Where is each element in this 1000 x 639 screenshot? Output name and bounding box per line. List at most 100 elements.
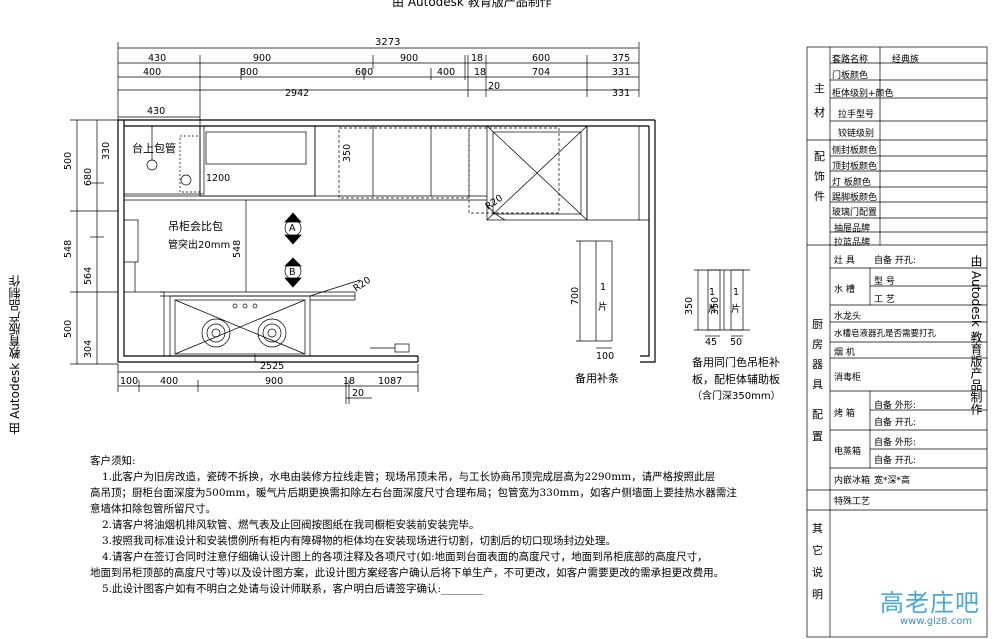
dim-20a: 20 — [488, 81, 500, 92]
left-side-cabinet — [123, 219, 165, 357]
row-label-8: 踢脚板颜色 — [832, 193, 878, 203]
appliance-group-3: 具 — [812, 378, 823, 391]
label-spare-strip: 备用补条 — [575, 371, 619, 385]
notes-line-2: 高吊顶；厨柜台面深度为500mm，暖气片后期更换需扣除左右台面深度尺寸合理布局；… — [90, 487, 737, 499]
dim-400a: 400 — [143, 67, 161, 78]
dim-704: 704 — [532, 67, 550, 78]
label-sink-pipe: 台上包管 — [132, 141, 176, 155]
dim-bottom-400: 400 — [160, 376, 178, 387]
label-spare-panel-2: 板，配柜体辅助板 — [692, 372, 780, 386]
top-watermark: 由 Autodesk 教育版产品制作 — [392, 0, 552, 9]
dim-left-564: 564 — [83, 267, 94, 285]
row-label-6: 顶封板颜色 — [832, 162, 878, 172]
dim-600a: 600 — [532, 53, 550, 64]
dim-331a: 331 — [612, 67, 630, 78]
row-label-4: 铰链级别 — [838, 129, 875, 139]
dim-panel-350a: 350 — [684, 297, 695, 315]
group-fit-1: 配 — [814, 150, 825, 163]
appliance-group-4: 配 — [812, 408, 823, 421]
dim-panel-1b: 1 — [709, 287, 715, 298]
marker-a-label: A — [289, 223, 296, 234]
notes-line-7: 地面到吊柜顶部的高度尺寸等)以及设计图方案，此设计图方案经客户确认后将下单生产，… — [90, 567, 725, 579]
spare-panel: 350 350 1 片 1 片 45 50 备用同门色吊柜补 板，配柜体辅助板 … — [684, 269, 781, 402]
appliance-group-5: 置 — [812, 430, 823, 443]
label-spare-panel-3: （含门深350mm） — [692, 389, 781, 402]
dim-left-548: 548 — [63, 240, 74, 258]
appliance-0-label: 灶 具 — [834, 256, 855, 266]
row-label-5: 侧封板颜色 — [832, 146, 878, 156]
row-value-0: 经典族 — [892, 55, 920, 65]
other-group-1: 它 — [812, 544, 823, 557]
appliance-7-label: 电蒸箱 — [834, 447, 862, 457]
dim-18a: 18 — [471, 53, 483, 64]
dim-18b: 18 — [474, 67, 486, 78]
marker-b-label: B — [289, 267, 296, 278]
dim-left-680: 680 — [83, 168, 94, 186]
appliance-2-label: 水龙头 — [834, 312, 862, 322]
dim-panel-pian3: 片 — [731, 303, 741, 315]
appliance-7-sub-1: 自备 开孔: — [874, 456, 916, 466]
dim-bottom-100: 100 — [120, 376, 138, 387]
dim-bottom-900: 900 — [265, 376, 283, 387]
dim-bottom-18: 18 — [343, 376, 355, 387]
dim-bottom-20: 20 — [352, 388, 364, 399]
group-main-2: 材 — [814, 106, 825, 119]
other-group-2: 说 — [812, 566, 823, 579]
group-main-1: 主 — [814, 82, 825, 95]
signature-field[interactable]: ________ — [441, 583, 484, 595]
row-label-11: 拉篮品牌 — [834, 238, 871, 248]
dim-total-top: 3273 — [375, 37, 400, 48]
row-label-2: 柜体级别+颜色 — [832, 89, 894, 99]
site-logo-url: www.glz8.com — [900, 616, 973, 627]
appliance-3-label: 水槽皂液器孔是否需要打孔 — [834, 329, 937, 339]
dim-350: 350 — [342, 144, 353, 162]
spare-strip: 700 1 片 100 备用补条 — [570, 240, 619, 385]
left-dimensions: 500 680 548 564 500 304 — [63, 119, 118, 365]
appliance-6-sub-1: 自备 开孔: — [874, 418, 916, 428]
appliance-0-sub: 自备 开孔: — [874, 256, 916, 266]
info-panel-frame — [806, 46, 988, 638]
notes-line-6: 4.请客户在签订合同时注意仔细确认设计图上的各项注释及各项尺寸(如:地面到台面表… — [102, 551, 708, 563]
label-cabinet-note-2: 管突出20mm — [168, 238, 230, 251]
appliance-4-label: 烟 机 — [834, 348, 855, 358]
room-walls — [117, 119, 656, 363]
dim-panel-1a: 1 — [600, 282, 606, 293]
row-label-9: 玻璃门配置 — [832, 208, 878, 218]
other-group-0: 其 — [812, 522, 823, 535]
appliance-1-sub-0: 型 号 — [874, 277, 895, 287]
dim-330: 330 — [101, 142, 112, 160]
row-label-10: 抽屉品牌 — [834, 224, 871, 234]
dim-panel-100: 100 — [596, 351, 614, 362]
side-watermark-left: 由 Autodesk 教育版产品制作 — [8, 275, 22, 435]
dim-600b: 600 — [355, 67, 373, 78]
dim-900b: 900 — [400, 53, 418, 64]
appliance-1-sub-1: 工 艺 — [874, 295, 895, 305]
section-marker-a: A — [284, 212, 302, 245]
notes-line-8-text: 5.此设计图客户如有不明白之处请与设计师联系，客户明白后请签字确认: — [102, 583, 442, 595]
row-label-7: 灯 板颜色 — [832, 178, 871, 188]
row-label-1: 门板颜色 — [832, 71, 869, 81]
section-marker-b: B — [284, 257, 302, 288]
label-spare-panel-1: 备用同门色吊柜补 — [692, 355, 780, 369]
dim-375: 375 — [612, 53, 630, 64]
appliance-group-1: 房 — [812, 338, 823, 351]
appliance-6-sub-0: 自备 外形: — [874, 401, 916, 411]
dim-900a: 900 — [253, 53, 271, 64]
dim-800: 800 — [240, 67, 258, 78]
dim-bottom-1087: 1087 — [378, 376, 402, 387]
dim-panel-350b: 350 — [710, 297, 721, 315]
notes-line-4: 2.请客户将油烟机排风软管、燃气表及止回阀按图纸在我司橱柜安装前安装完毕。 — [102, 519, 480, 531]
hob-burner-right-icon — [257, 318, 287, 348]
dim-panel-50: 50 — [730, 337, 742, 348]
dim-panel-45: 45 — [705, 337, 717, 348]
dim-left-304: 304 — [83, 340, 94, 358]
notes-line-1: 1.此客户为旧房改造，瓷砖不拆换，水电由装修方拉线走管；现场吊顶未吊，与工长协商… — [102, 471, 716, 483]
dim-upper-430: 430 — [147, 106, 165, 117]
dim-2942: 2942 — [285, 88, 309, 99]
dim-panel-pian2: 片 — [708, 303, 718, 315]
row-label-0: 套路名称 — [832, 55, 869, 65]
dim-430: 430 — [148, 53, 166, 64]
group-fit-2: 饰 — [814, 170, 825, 183]
